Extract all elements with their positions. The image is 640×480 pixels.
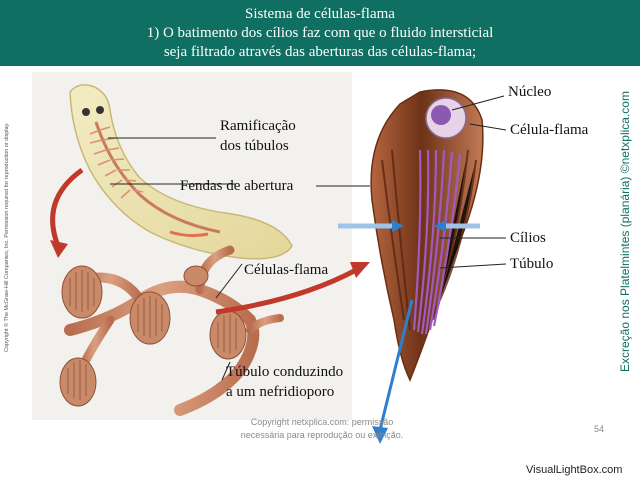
side-title: Excreção nos Platelmintes (planária) ©ne… bbox=[618, 91, 632, 372]
flame-cell-detail bbox=[338, 89, 484, 444]
footer-copyright: Copyright netxplica.com: permissão neces… bbox=[222, 416, 422, 442]
slide-header: Sistema de células-flama 1) O batimento … bbox=[0, 0, 640, 66]
side-copyright: Copyright © The McGraw-Hill Companies, I… bbox=[4, 122, 10, 352]
zoom-arrow-right bbox=[215, 267, 358, 315]
leader-lines bbox=[108, 95, 507, 381]
footer-line-1: Copyright netxplica.com: permissão bbox=[250, 417, 394, 427]
label-cilios: Cílios bbox=[510, 230, 546, 246]
eyespot-right bbox=[96, 106, 104, 114]
label-celula-flama: Célula-flama bbox=[510, 122, 589, 138]
label-fendas: Fendas de abertura bbox=[180, 178, 294, 194]
label-ramificacao-1: Ramificação bbox=[220, 118, 296, 134]
watermark[interactable]: VisualLightBox.com bbox=[526, 464, 623, 476]
flame-bulb bbox=[59, 357, 97, 407]
page-number: 54 bbox=[594, 424, 605, 434]
label-tubulo-conduzindo-2: a um nefridioporo bbox=[226, 384, 335, 400]
slide-title: Sistema de células-flama bbox=[245, 6, 395, 22]
flow-arrows bbox=[338, 220, 480, 444]
flame-bulb bbox=[183, 265, 209, 287]
footer-line-2: necessária para reprodução ou exibição. bbox=[240, 430, 404, 440]
cilia-bundle bbox=[412, 149, 462, 335]
label-tubulo: Túbulo bbox=[510, 256, 554, 272]
nucleus bbox=[431, 105, 451, 125]
slide-subtitle-line-2: seja filtrado através das aberturas das … bbox=[163, 44, 477, 60]
eyespot-left bbox=[82, 108, 90, 116]
label-ramificacao-2: dos túbulos bbox=[220, 138, 289, 154]
label-nucleo: Núcleo bbox=[508, 84, 552, 100]
label-tubulo-conduzindo-1: Túbulo conduzindo bbox=[226, 364, 344, 380]
label-celulas-flama: Células-flama bbox=[244, 262, 329, 278]
slide-subtitle-line-1: 1) O batimento dos cílios faz com que o … bbox=[146, 25, 494, 41]
zoom-arrow-left bbox=[50, 167, 84, 247]
tubule-network bbox=[59, 245, 284, 416]
planarian bbox=[69, 84, 293, 260]
flame-bulb bbox=[209, 310, 247, 360]
